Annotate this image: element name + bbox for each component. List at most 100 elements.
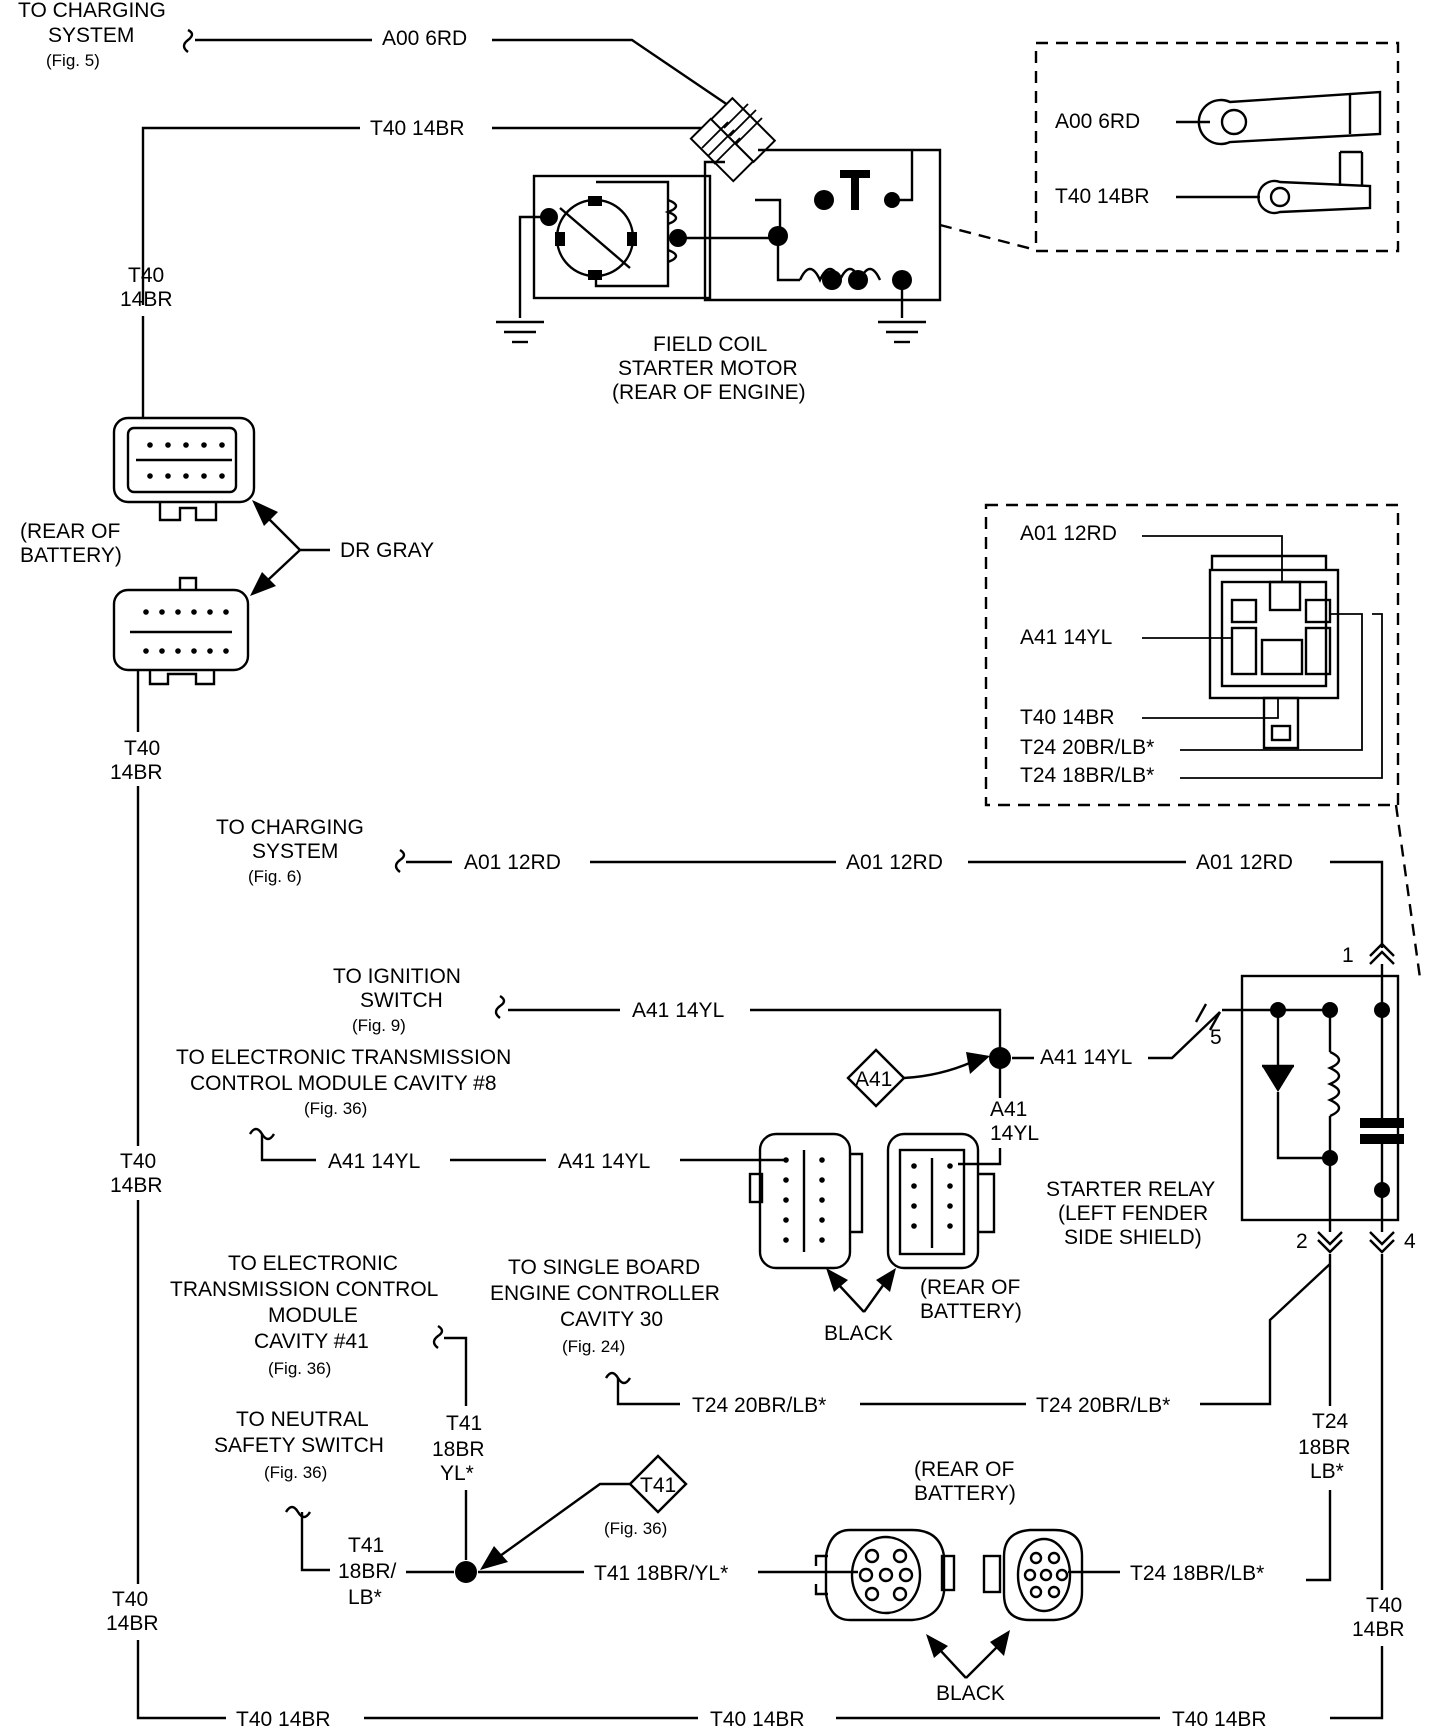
a41-splice-label: A41 xyxy=(855,1068,892,1091)
t40-vert-label-2: 14BR xyxy=(120,288,173,311)
ground-symbol-right xyxy=(878,320,926,344)
starter-motor xyxy=(496,96,942,344)
bottom-conn-rear-2: BATTERY) xyxy=(914,1482,1016,1505)
motor-label-line2: STARTER MOTOR xyxy=(618,357,798,380)
t41-splice-arrow xyxy=(499,1482,630,1557)
neutral-wire-stub xyxy=(300,1512,330,1572)
starter-relay xyxy=(1222,942,1404,1254)
ignition-break xyxy=(494,994,506,1019)
black-conn-rear-1: (REAR OF xyxy=(920,1276,1020,1299)
t40-right-wire xyxy=(1330,1646,1384,1720)
relay-pin4-label: 4 xyxy=(1404,1230,1416,1253)
relay-pin2-break xyxy=(1317,1231,1343,1254)
t24-sbec-label-1: T24 20BR/LB* xyxy=(692,1394,826,1417)
sbec-line2: ENGINE CONTROLLER xyxy=(490,1282,720,1305)
wire-break-symbol xyxy=(182,28,194,53)
etcm41-line1: TO ELECTRONIC xyxy=(228,1252,398,1275)
ring-terminal-small xyxy=(1257,150,1372,215)
t41-vert-label-3: YL* xyxy=(440,1462,474,1485)
relay-pin5-break xyxy=(1194,1003,1222,1031)
round-connector-left xyxy=(814,1528,956,1622)
a01-wire-to-relay xyxy=(1330,860,1384,948)
etcm41-fig: (Fig. 36) xyxy=(268,1359,331,1378)
relay-detail-a01: A01 12RD xyxy=(1020,522,1117,545)
t40-left-label-2: 14BR xyxy=(110,1174,163,1197)
a41-ign-wire-2 xyxy=(750,1008,1002,1056)
relay-pin5-label: 5 xyxy=(1210,1026,1222,1049)
black-connector-left xyxy=(748,1132,864,1270)
relay-body xyxy=(1240,974,1400,1222)
neutral-line2: SAFETY SWITCH xyxy=(214,1434,384,1457)
connector-dr-gray-top xyxy=(112,416,256,522)
etcm8-line2: CONTROL MODULE CAVITY #8 xyxy=(190,1072,497,1095)
t24-bottom-label: T24 18BR/LB* xyxy=(1130,1562,1264,1585)
a41-vert-label-2: 14YL xyxy=(990,1122,1039,1145)
solenoid-contact xyxy=(840,170,870,178)
t40-bottom-left-label-2: 14BR xyxy=(106,1612,159,1635)
t40-top-wire xyxy=(141,126,360,305)
sbec-line3: CAVITY 30 xyxy=(560,1308,663,1331)
a41-wire-to-relay xyxy=(1148,1011,1221,1060)
round-connector-right xyxy=(982,1528,1084,1622)
neutral-line1: TO NEUTRAL xyxy=(236,1408,369,1431)
charging-system-label: TO CHARGING SYSTEM (Fig. 5) xyxy=(18,0,166,70)
etcm8-line1: TO ELECTRONIC TRANSMISSION xyxy=(176,1046,511,1069)
relay-pin1-label: 1 xyxy=(1342,944,1354,967)
sbec-fig: (Fig. 24) xyxy=(562,1337,625,1356)
charging2-break xyxy=(394,848,406,873)
gray-conn-rear-label-2: BATTERY) xyxy=(20,544,122,567)
neutral-fig: (Fig. 36) xyxy=(264,1463,327,1482)
etcm8-label-2: A41 14YL xyxy=(558,1150,650,1173)
dr-gray-callout-arrows xyxy=(250,500,330,596)
relay-label-1: STARTER RELAY xyxy=(1046,1178,1215,1201)
relay-label-2: (LEFT FENDER xyxy=(1058,1202,1208,1225)
t41-splice-diamond: T41 xyxy=(628,1454,688,1514)
sbec-line1: TO SINGLE BOARD xyxy=(508,1256,700,1279)
t24-right-label-2: 18BR xyxy=(1298,1436,1351,1459)
t41-wire-label: T41 18BR/YL* xyxy=(594,1562,728,1585)
relay-detail-t24a: T24 20BR/LB* xyxy=(1020,736,1154,759)
etcm8-fig: (Fig. 36) xyxy=(304,1099,367,1118)
t40-right-label-1: T40 xyxy=(1366,1594,1402,1617)
a41-vert-label-1: A41 xyxy=(990,1098,1027,1121)
field-coil-left xyxy=(664,198,678,264)
neutral-wire-label-1: T41 xyxy=(348,1534,384,1557)
a00-wire-label: A00 6RD xyxy=(382,27,467,50)
t41-fig: (Fig. 36) xyxy=(604,1519,667,1538)
etcm41-line2: TRANSMISSION CONTROL xyxy=(170,1278,438,1301)
ignition-line2: SWITCH xyxy=(360,989,443,1012)
t40-bottom-label-3: T40 14BR xyxy=(1172,1708,1267,1731)
etcm8-wire-1 xyxy=(260,1134,316,1162)
relay-diode xyxy=(1262,1066,1294,1092)
t24-sbec-wire-1 xyxy=(616,1378,680,1406)
t24-sbec-label-2: T24 20BR/LB* xyxy=(1036,1394,1170,1417)
relay-pin2-label: 2 xyxy=(1296,1230,1308,1253)
t40-left-label-1: T40 xyxy=(120,1150,156,1173)
neutral-wire-label-2: 18BR/ xyxy=(338,1560,397,1583)
etcm41-line4: CAVITY #41 xyxy=(254,1330,369,1353)
t24-right-label-1: T24 xyxy=(1312,1410,1349,1433)
ground-wire-left xyxy=(518,215,549,318)
etcm41-break xyxy=(432,1324,444,1349)
black-connector-right xyxy=(886,1132,996,1270)
relay-detail-t24b: T24 18BR/LB* xyxy=(1020,764,1154,787)
charging-fig-ref: (Fig. 5) xyxy=(46,51,100,70)
detail-a00-label: A00 6RD xyxy=(1055,110,1140,133)
etcm41-line3: MODULE xyxy=(268,1304,358,1327)
t41-vert-label-2: 18BR xyxy=(432,1438,485,1461)
t40-bottom-label-1: T40 14BR xyxy=(236,1708,331,1731)
ignition-fig: (Fig. 9) xyxy=(352,1016,406,1035)
relay-contact-lower xyxy=(1360,1134,1404,1144)
t40-bottom-left-label-1: T40 xyxy=(112,1588,148,1611)
black-conn-label: BLACK xyxy=(824,1322,893,1345)
relay-detail-t40: T40 14BR xyxy=(1020,706,1115,729)
motor-label-line1: FIELD COIL xyxy=(653,333,767,356)
terminal-bundle xyxy=(689,96,777,183)
relay-contact-upper xyxy=(1360,1118,1404,1128)
charging-label-line2: SYSTEM xyxy=(48,24,134,47)
a01-label-3: A01 12RD xyxy=(1196,851,1293,874)
motor-label-line3: (REAR OF ENGINE) xyxy=(612,381,806,404)
t40-bottom-wire-left xyxy=(136,1640,226,1720)
t40-vert-label-1: T40 xyxy=(128,264,164,287)
